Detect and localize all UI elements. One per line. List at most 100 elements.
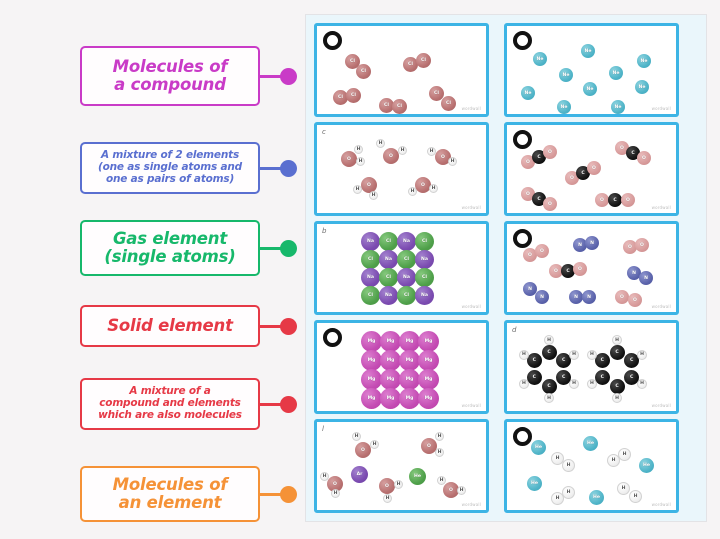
atom: O bbox=[421, 438, 437, 454]
atom: C bbox=[576, 166, 590, 180]
atom: H bbox=[427, 147, 436, 156]
label-text-line: (single atoms) bbox=[104, 247, 236, 266]
hydrogen-atom: H bbox=[612, 393, 622, 403]
atom: N bbox=[639, 271, 653, 285]
atom: O bbox=[341, 151, 357, 167]
lattice-atom: Mg bbox=[399, 331, 420, 352]
label-row-mixture-of-2-elements[interactable]: A mixture of 2 elements(one as single at… bbox=[80, 142, 310, 194]
atom: He bbox=[409, 468, 426, 485]
answer-label-gas-element-single-atoms[interactable]: Gas element(single atoms) bbox=[80, 220, 260, 276]
answer-label-mixture-of-2-elements[interactable]: A mixture of 2 elements(one as single at… bbox=[80, 142, 260, 194]
lattice-atom: Mg bbox=[418, 350, 439, 371]
atom: Cl bbox=[346, 88, 361, 103]
watermark: wordwall bbox=[651, 502, 671, 507]
atom: Ne bbox=[581, 44, 595, 58]
connector-stem bbox=[260, 246, 282, 250]
atom: H bbox=[562, 459, 575, 472]
carbon-atom: C bbox=[609, 378, 625, 394]
lattice-atom: Cl bbox=[361, 286, 380, 305]
atom: Cl bbox=[403, 57, 418, 72]
hydrogen-atom: H bbox=[637, 378, 648, 389]
connector-dot-mixture-of-compound-and-elements[interactable] bbox=[280, 395, 297, 413]
atom: O bbox=[549, 264, 563, 278]
atom: Ne bbox=[635, 80, 649, 94]
connector-dot-molecules-of-a-compound[interactable] bbox=[280, 67, 297, 85]
label-text-line: Gas element bbox=[112, 228, 228, 248]
atom: O bbox=[383, 148, 399, 164]
connector-dot-solid-element[interactable] bbox=[280, 317, 297, 335]
atom: H bbox=[353, 185, 362, 194]
atom: H bbox=[435, 448, 444, 457]
lattice-atom: Cl bbox=[397, 250, 416, 269]
atom: O bbox=[635, 238, 649, 252]
label-text-line: A mixture of 2 elements bbox=[101, 149, 239, 162]
connector-stem bbox=[260, 74, 282, 78]
label-text-line: a compound bbox=[114, 75, 226, 94]
atom: Cl bbox=[333, 90, 348, 105]
atom: C bbox=[532, 192, 546, 206]
atom: N bbox=[535, 290, 549, 304]
connector-dot-molecules-of-an-element[interactable] bbox=[280, 485, 297, 503]
atom: Cl bbox=[392, 99, 407, 114]
watermark: wordwall bbox=[461, 502, 481, 507]
atom: O bbox=[573, 262, 587, 276]
label-text-line: A mixture of a bbox=[129, 385, 211, 398]
watermark: wordwall bbox=[461, 304, 481, 309]
lattice-atom: Cl bbox=[397, 286, 416, 305]
atom: O bbox=[379, 478, 395, 494]
atom: N bbox=[573, 238, 587, 252]
lattice-atom: Na bbox=[415, 286, 434, 305]
label-row-solid-element[interactable]: Solid element bbox=[80, 305, 310, 347]
watermark: wordwall bbox=[651, 106, 671, 111]
atom: N bbox=[569, 290, 583, 304]
hydrogen-atom: H bbox=[518, 378, 529, 389]
atom: O bbox=[623, 240, 637, 254]
atom: H bbox=[354, 145, 363, 154]
drop-target-ring-icon[interactable] bbox=[513, 427, 532, 446]
drop-target-ring-icon[interactable] bbox=[513, 229, 532, 248]
atom: O bbox=[521, 187, 535, 201]
carbon-atom: C bbox=[541, 344, 557, 360]
watermark: wordwall bbox=[461, 403, 481, 408]
drop-target-ring-icon[interactable] bbox=[323, 31, 342, 50]
atom: O bbox=[415, 177, 431, 193]
atom: Ne bbox=[533, 52, 547, 66]
watermark: wordwall bbox=[651, 205, 671, 210]
card-tag-label: b bbox=[322, 227, 327, 235]
drop-target-ring-icon[interactable] bbox=[323, 328, 342, 347]
connector-dot-gas-element-single-atoms[interactable] bbox=[280, 239, 297, 257]
drop-target-ring-icon[interactable] bbox=[513, 31, 532, 50]
atom: Ne bbox=[521, 86, 535, 100]
connector-dot-mixture-of-2-elements[interactable] bbox=[280, 159, 297, 177]
hydrogen-atom: H bbox=[586, 378, 597, 389]
connector-stem bbox=[260, 166, 282, 170]
answer-label-solid-element[interactable]: Solid element bbox=[80, 305, 260, 347]
lattice-atom: Mg bbox=[361, 350, 382, 371]
label-row-gas-element-single-atoms[interactable]: Gas element(single atoms) bbox=[80, 220, 310, 276]
carbon-atom: C bbox=[541, 378, 557, 394]
atom: O bbox=[523, 248, 537, 262]
lattice-atom: Mg bbox=[399, 388, 420, 409]
lattice-atom: Mg bbox=[380, 369, 401, 390]
atom: H bbox=[369, 191, 378, 200]
connector-stem bbox=[260, 492, 282, 496]
drop-target-ring-icon[interactable] bbox=[513, 130, 532, 149]
